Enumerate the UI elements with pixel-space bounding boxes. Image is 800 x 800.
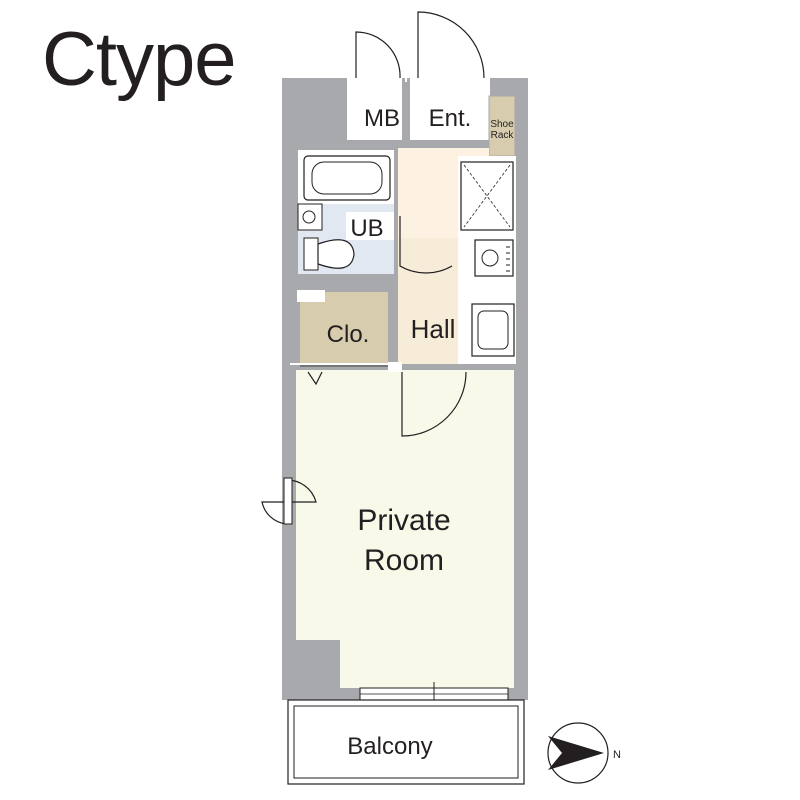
ub-label-area [346,212,394,240]
closet-door-mark [307,371,323,386]
compass-ring [547,722,609,784]
room-label-entrance: Ent. [429,105,472,132]
room-label-private-2: Room [364,544,444,577]
compass-north-label: N [613,749,621,761]
side-window-swing-lower [261,501,287,525]
room-label-mb: MB [364,105,400,132]
bathtub-icon [303,155,391,201]
private-room-floor [296,370,514,688]
shoe-rack [488,95,516,157]
entrance-door-swing [417,11,485,79]
room-label-shoe-rack-2: Rack [491,130,515,141]
room-label-private-1: Private [357,504,450,537]
entrance-alcove [347,78,490,140]
sink [471,303,515,357]
stove [474,239,514,277]
compass: N [547,722,621,784]
room-label-closet: Clo. [327,321,370,348]
fridge-space [460,161,514,231]
room-label-unit-bath: UB [350,215,383,242]
plan-title: Ctype [42,17,237,102]
bath-door-swing [399,216,453,274]
stove-burner-icon [481,249,499,267]
room-label-shoe-rack-1: Shoe [490,119,514,130]
side-window [283,477,293,525]
toilet-icon [303,237,355,271]
north-arrow-icon [548,736,604,770]
room-label-balcony: Balcony [347,733,432,760]
balcony-area [287,699,525,785]
mb-door-swing [355,31,401,79]
room-door-swing [401,371,467,437]
room-label-hall: Hall [411,314,456,344]
washbasin-icon [297,203,323,231]
closet-floor [300,292,388,364]
